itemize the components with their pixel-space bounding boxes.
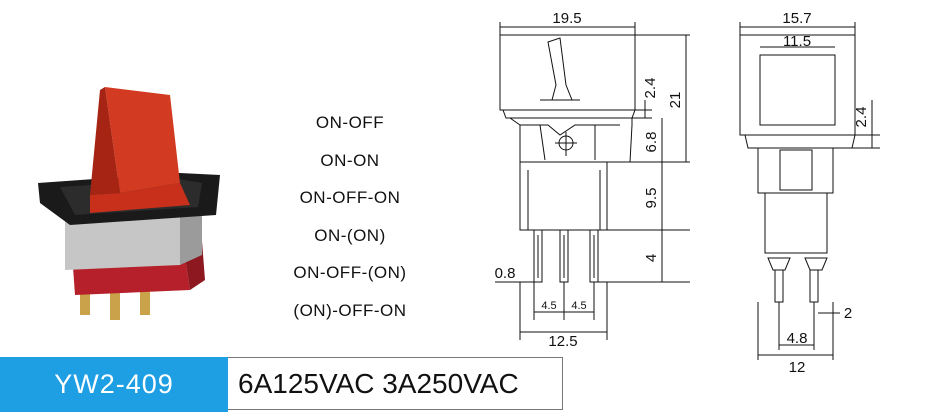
dim-label: 4.5 (541, 300, 556, 312)
dim-label: 4.5 (571, 300, 586, 312)
dim-label: 19.5 (552, 10, 581, 27)
configuration-item: ON-OFF (315, 113, 385, 132)
configuration-item: ON-OFF-ON (299, 188, 401, 207)
side-view (495, 22, 690, 340)
dim-label: 21 (667, 92, 684, 109)
configuration-item: ON-ON (320, 150, 380, 170)
dim-label: 2.4 (642, 78, 659, 99)
dim-label: 0.8 (495, 265, 516, 282)
configuration-item: ON-OFF-(ON) (293, 263, 407, 282)
configuration-item: (ON)-OFF-ON (293, 300, 407, 320)
dim-label: 12.5 (548, 333, 577, 350)
model-badge: YW2-409 (0, 357, 228, 412)
dim-label: 12 (789, 359, 806, 376)
configuration-list: ON-OFF ON-ON ON-OFF-ON ON-(ON) ON-OFF-(O… (255, 108, 445, 333)
dim-label: 2 (844, 305, 852, 322)
configuration-item: ON-(ON) (314, 225, 386, 245)
rating-label: 6A125VAC 3A250VAC (228, 357, 563, 410)
dim-label: 9.5 (643, 188, 660, 209)
dim-label: 2.4 (853, 107, 870, 128)
dim-label: 4 (643, 254, 660, 262)
dim-label: 6.8 (643, 132, 660, 153)
dim-label: 15.7 (782, 10, 811, 27)
product-photo (30, 75, 230, 335)
dim-label: 4.8 (787, 330, 808, 347)
front-view (739, 22, 880, 360)
dim-label: 11.5 (783, 33, 811, 50)
